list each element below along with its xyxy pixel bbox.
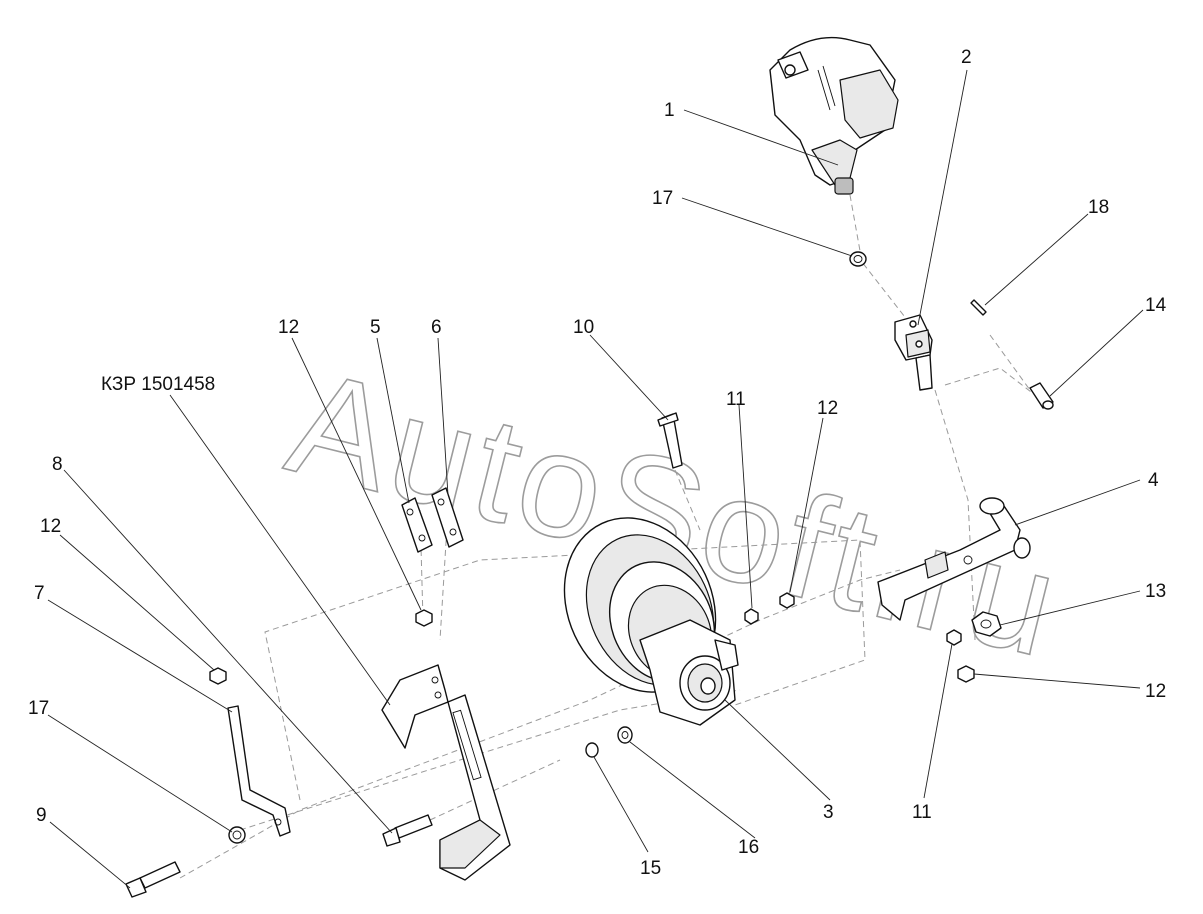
callout-1: 1 bbox=[664, 100, 675, 121]
callout-11-right: 11 bbox=[912, 802, 932, 823]
callout-reference: КЗР 1501458 bbox=[101, 374, 215, 395]
callout-16: 16 bbox=[738, 837, 759, 858]
part-18-cotter-pin bbox=[970, 299, 987, 316]
callout-12-left: 12 bbox=[40, 516, 61, 537]
callout-5: 5 bbox=[370, 317, 381, 338]
part-16-washer bbox=[617, 726, 633, 744]
bracket-kzr-1501458 bbox=[381, 664, 511, 881]
part-13-nut bbox=[971, 611, 1002, 637]
part-17-washer-top bbox=[849, 251, 867, 267]
part-11-nut-center bbox=[744, 608, 759, 625]
part-5-plate bbox=[401, 497, 433, 553]
callout-3: 3 bbox=[823, 802, 834, 823]
part-9-bolt bbox=[125, 861, 181, 898]
callout-6: 6 bbox=[431, 317, 442, 338]
part-12-nut-left bbox=[209, 667, 227, 685]
leader-lines bbox=[47, 69, 1144, 889]
callout-4: 4 bbox=[1148, 470, 1159, 491]
part-11-nut-right bbox=[946, 629, 962, 646]
part-14-pin bbox=[1029, 382, 1054, 410]
part-7-rod bbox=[227, 705, 291, 837]
part-12-nut-upper bbox=[415, 609, 433, 627]
callout-9: 9 bbox=[36, 805, 47, 826]
part-15-washer bbox=[585, 742, 599, 758]
part-2-clevis bbox=[894, 314, 933, 391]
part-12-nut-right bbox=[957, 665, 975, 683]
callout-12-right: 12 bbox=[1145, 681, 1166, 702]
callout-7: 7 bbox=[34, 583, 45, 604]
callout-14: 14 bbox=[1145, 295, 1167, 316]
part-17-washer-lower bbox=[228, 826, 246, 844]
callout-18: 18 bbox=[1088, 197, 1109, 218]
callout-labels: 1 2 17 18 14 10 12 5 6 КЗР 1501458 11 12… bbox=[28, 47, 1167, 879]
part-6-plate bbox=[431, 487, 464, 548]
callout-17-top: 17 bbox=[652, 188, 673, 209]
callout-8: 8 bbox=[52, 454, 63, 475]
part-3-pulley-clutch bbox=[563, 517, 739, 726]
callout-2: 2 bbox=[961, 47, 972, 68]
callout-11-center: 11 bbox=[726, 389, 746, 410]
part-8-bolt bbox=[382, 814, 433, 847]
part-1-actuator bbox=[769, 36, 899, 195]
callout-12-top: 12 bbox=[278, 317, 299, 338]
callout-15: 15 bbox=[640, 858, 661, 879]
part-12-nut-center bbox=[779, 592, 795, 609]
callout-13: 13 bbox=[1145, 581, 1166, 602]
callout-17-lower: 17 bbox=[28, 698, 49, 719]
callout-12-center: 12 bbox=[817, 398, 838, 419]
part-4-lever bbox=[877, 497, 1031, 621]
callout-10: 10 bbox=[573, 317, 594, 338]
